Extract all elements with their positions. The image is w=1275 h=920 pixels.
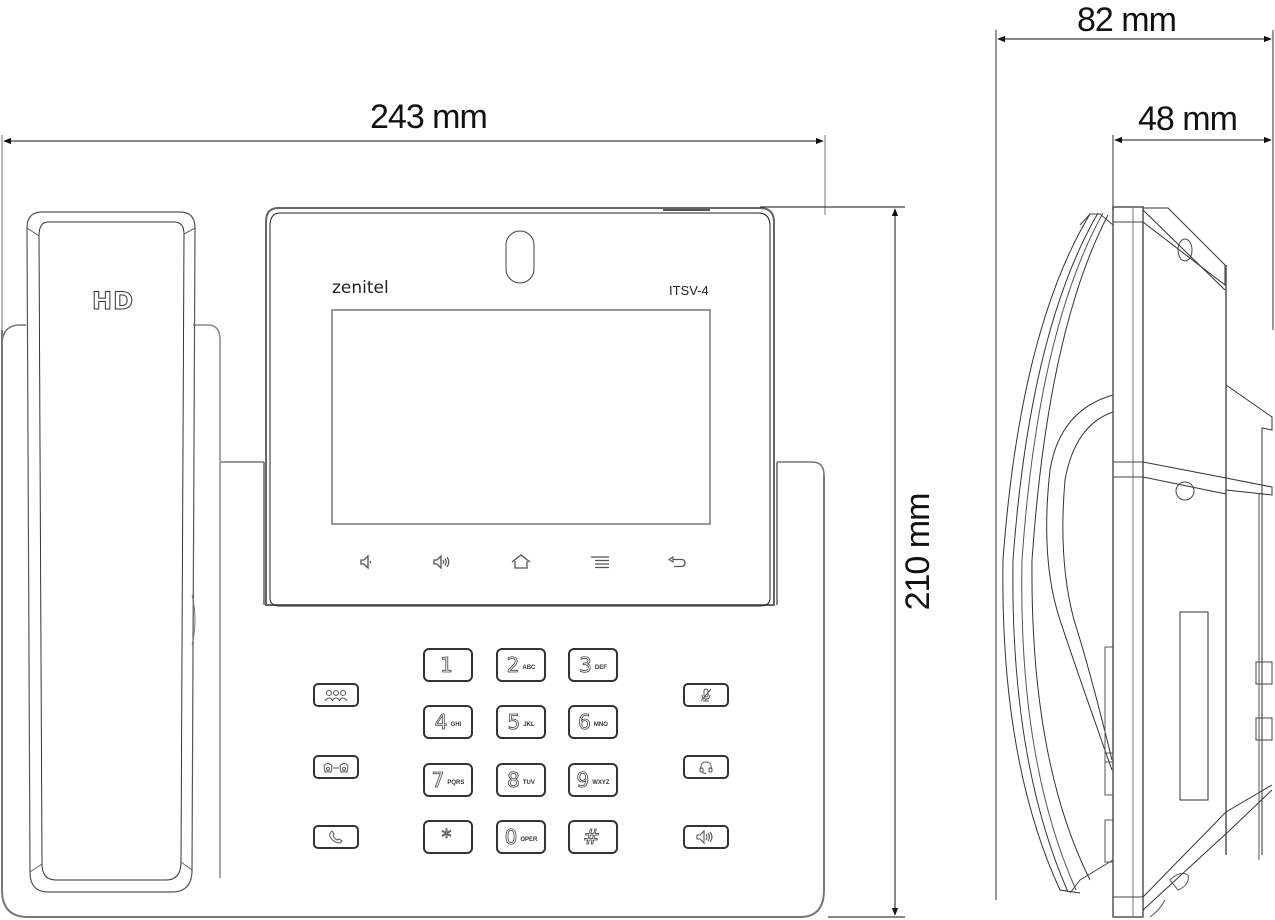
dimension-height-label: 210 mm xyxy=(899,493,937,611)
menu-button[interactable] xyxy=(587,552,613,572)
front-view xyxy=(0,135,905,918)
transfer-icon xyxy=(323,763,349,773)
back-icon xyxy=(667,556,686,568)
side-view xyxy=(995,30,1274,918)
home-button[interactable] xyxy=(508,552,534,572)
volume-down-icon xyxy=(360,554,372,570)
dimension-depth-body-label: 48 mm xyxy=(1138,100,1238,138)
headset-button[interactable] xyxy=(683,755,729,779)
brand-logo: zenitel xyxy=(332,278,389,298)
call-button[interactable] xyxy=(313,825,359,849)
handset-hd-badge: HD xyxy=(91,287,135,316)
volume-down-button[interactable] xyxy=(354,552,380,572)
headset-icon xyxy=(699,761,713,774)
keypad-key-1[interactable]: 1 xyxy=(423,648,473,682)
dimension-depth-total-label: 82 mm xyxy=(1077,1,1177,39)
back-button[interactable] xyxy=(664,552,690,572)
volume-up-button[interactable] xyxy=(430,552,456,572)
conference-icon xyxy=(324,690,348,702)
home-icon xyxy=(511,554,531,569)
keypad-key-star[interactable]: * xyxy=(423,820,473,854)
mute-button[interactable] xyxy=(683,683,729,707)
display-screen xyxy=(331,309,711,525)
speaker-button[interactable] xyxy=(683,825,729,849)
volume-up-icon xyxy=(433,554,450,570)
transfer-button[interactable] xyxy=(313,755,359,779)
speaker-icon xyxy=(696,829,713,845)
dimension-width-label: 243 mm xyxy=(370,98,488,136)
conference-button[interactable] xyxy=(313,683,359,707)
keypad-key-hash[interactable]: # xyxy=(568,820,618,854)
mute-icon xyxy=(700,688,712,702)
model-label: ITSV-4 xyxy=(669,283,709,298)
menu-icon xyxy=(591,556,609,569)
call-icon xyxy=(329,830,343,844)
